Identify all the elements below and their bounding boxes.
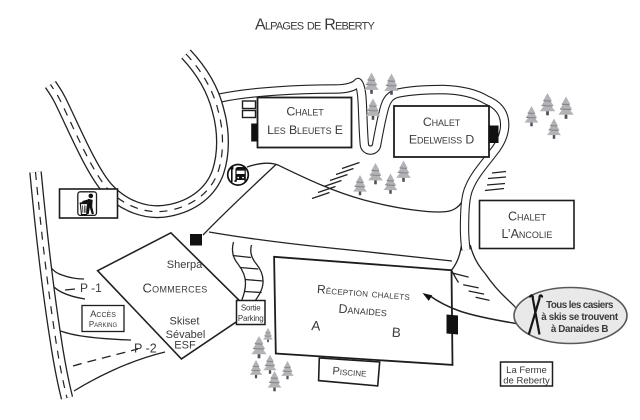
svg-text:Edelweiss D: Edelweiss D xyxy=(409,133,474,147)
svg-text:Tous les casiers: Tous les casiers xyxy=(546,300,614,311)
svg-text:Parking: Parking xyxy=(89,320,118,329)
svg-text:P -1: P -1 xyxy=(80,281,102,295)
svg-text:La Ferme: La Ferme xyxy=(506,365,547,376)
svg-text:Commerces: Commerces xyxy=(142,281,207,296)
svg-text:ESF: ESF xyxy=(174,340,196,352)
svg-text:Réception chalets: Réception chalets xyxy=(317,282,411,303)
svg-text:L’Ancolie: L’Ancolie xyxy=(502,227,553,241)
svg-text:de Reberty: de Reberty xyxy=(503,376,550,387)
svg-text:Parking: Parking xyxy=(238,314,264,323)
svg-text:Sévabel: Sévabel xyxy=(166,329,206,341)
svg-text:A: A xyxy=(311,318,321,334)
svg-text:Sortie: Sortie xyxy=(241,304,261,313)
svg-text:Les Bleuets E: Les Bleuets E xyxy=(267,123,343,137)
svg-text:B: B xyxy=(391,325,401,341)
svg-text:Piscine: Piscine xyxy=(332,365,367,379)
svg-text:Danaides: Danaides xyxy=(338,302,387,320)
svg-text:P -2: P -2 xyxy=(134,342,157,356)
svg-text:Accès: Accès xyxy=(90,309,116,320)
svg-text:Chalet: Chalet xyxy=(423,115,461,129)
svg-text:Chalet: Chalet xyxy=(508,210,547,224)
svg-text:à Danaides B: à Danaides B xyxy=(551,324,609,335)
svg-text:Alpages de Reberty: Alpages de Reberty xyxy=(255,17,375,34)
svg-text:Skiset: Skiset xyxy=(170,316,200,328)
svg-text:Chalet: Chalet xyxy=(286,105,324,119)
svg-text:à skis se trouvent: à skis se trouvent xyxy=(541,312,619,323)
svg-text:Sherpa: Sherpa xyxy=(167,259,203,271)
